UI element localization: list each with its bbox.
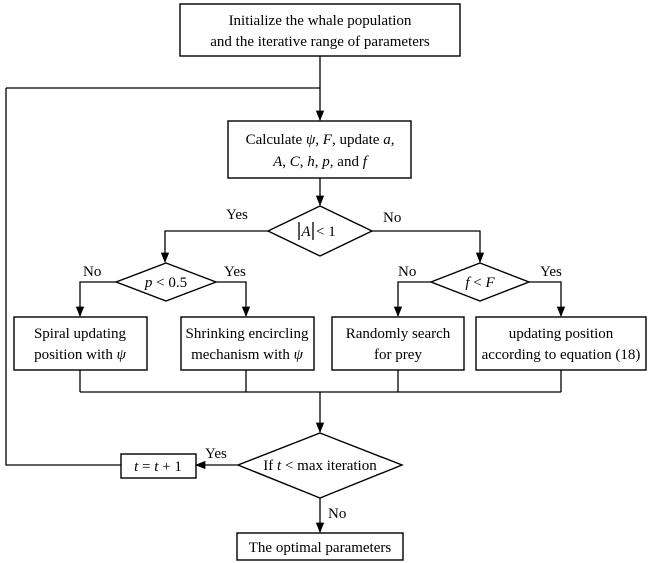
final-box: The optimal parameters: [236, 532, 404, 561]
init-line-2: and the iterative range of parameters: [210, 34, 430, 50]
update-position-box: updating position according to equation …: [475, 316, 647, 371]
shrink-line-1: Shrinking encircling: [186, 326, 309, 342]
label-no-abs-a: No: [383, 210, 401, 226]
connectors: [5, 56, 566, 534]
init-line-1: Initialize the whale population: [229, 13, 412, 29]
label-no-p: No: [83, 264, 101, 280]
shrink-line-2: mechanism with ψ: [191, 347, 303, 363]
update-line-1: updating position: [509, 326, 614, 342]
label-no-f: No: [398, 264, 416, 280]
decision-abs-a: A < 1: [266, 205, 374, 257]
decision-f: f < F: [429, 262, 531, 302]
spiral-box: Spiral updating position with ψ: [13, 316, 148, 371]
increment-box: t = t + 1: [120, 453, 197, 479]
label-yes-p: Yes: [224, 264, 246, 280]
decision-p-text: p < 0.5: [144, 275, 187, 291]
calculate-line-1: Calculate ψ, F, update a,: [246, 132, 395, 148]
init-box: Initialize the whale population and the …: [179, 3, 461, 57]
label-no-iteration: No: [328, 506, 346, 522]
random-line-2: for prey: [374, 347, 422, 363]
spiral-line-1: Spiral updating: [34, 326, 127, 342]
decision-iteration-text: If t < max iteration: [263, 458, 377, 474]
update-line-2: according to equation (18): [482, 347, 641, 363]
calculate-box: Calculate ψ, F, update a, A, C, h, p, an…: [227, 120, 412, 179]
decision-abs-a-var: A: [300, 224, 311, 240]
spiral-line-2: position with ψ: [34, 347, 127, 363]
increment-text: t = t + 1: [134, 459, 182, 475]
label-yes-f: Yes: [540, 264, 562, 280]
final-text: The optimal parameters: [249, 540, 392, 556]
decision-f-text: f < F: [465, 275, 495, 291]
shrink-box: Shrinking encircling mechanism with ψ: [180, 316, 315, 371]
random-line-1: Randomly search: [346, 326, 451, 342]
edge-labels: Yes No No Yes No Yes Yes No: [83, 207, 562, 522]
calculate-line-2: A, C, h, p, and f: [272, 154, 369, 170]
label-yes-abs-a: Yes: [226, 207, 248, 223]
decision-abs-a-rel: < 1: [316, 224, 336, 240]
label-yes-iteration: Yes: [205, 446, 227, 462]
decision-iteration: If t < max iteration: [236, 432, 404, 499]
random-search-box: Randomly search for prey: [331, 316, 465, 371]
decision-p: p < 0.5: [114, 262, 218, 302]
